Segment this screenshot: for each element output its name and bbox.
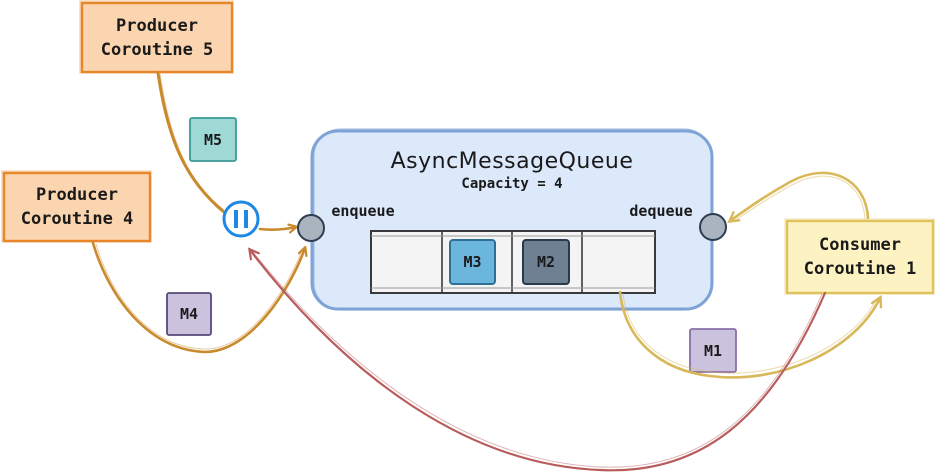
consumer-coroutine-1 <box>784 218 935 295</box>
arrow-consumer-receive <box>730 171 870 221</box>
arrow-producer5-send <box>156 71 227 215</box>
dequeue-port <box>699 213 727 241</box>
producer-coroutine-4 <box>1 170 152 243</box>
arrow-deliver-to-consumer <box>618 290 880 379</box>
message-m1 <box>689 328 737 373</box>
message-m3 <box>449 239 496 285</box>
arrow-suspend-to-enqueue <box>258 227 296 230</box>
message-m5 <box>189 117 237 162</box>
arrow-resume-producer <box>250 250 827 472</box>
message-m4 <box>166 292 212 336</box>
queue-buffer <box>370 230 656 294</box>
pause-icon <box>222 200 260 238</box>
enqueue-port <box>297 214 325 242</box>
message-m2 <box>522 239 570 285</box>
producer-coroutine-5 <box>79 0 234 74</box>
